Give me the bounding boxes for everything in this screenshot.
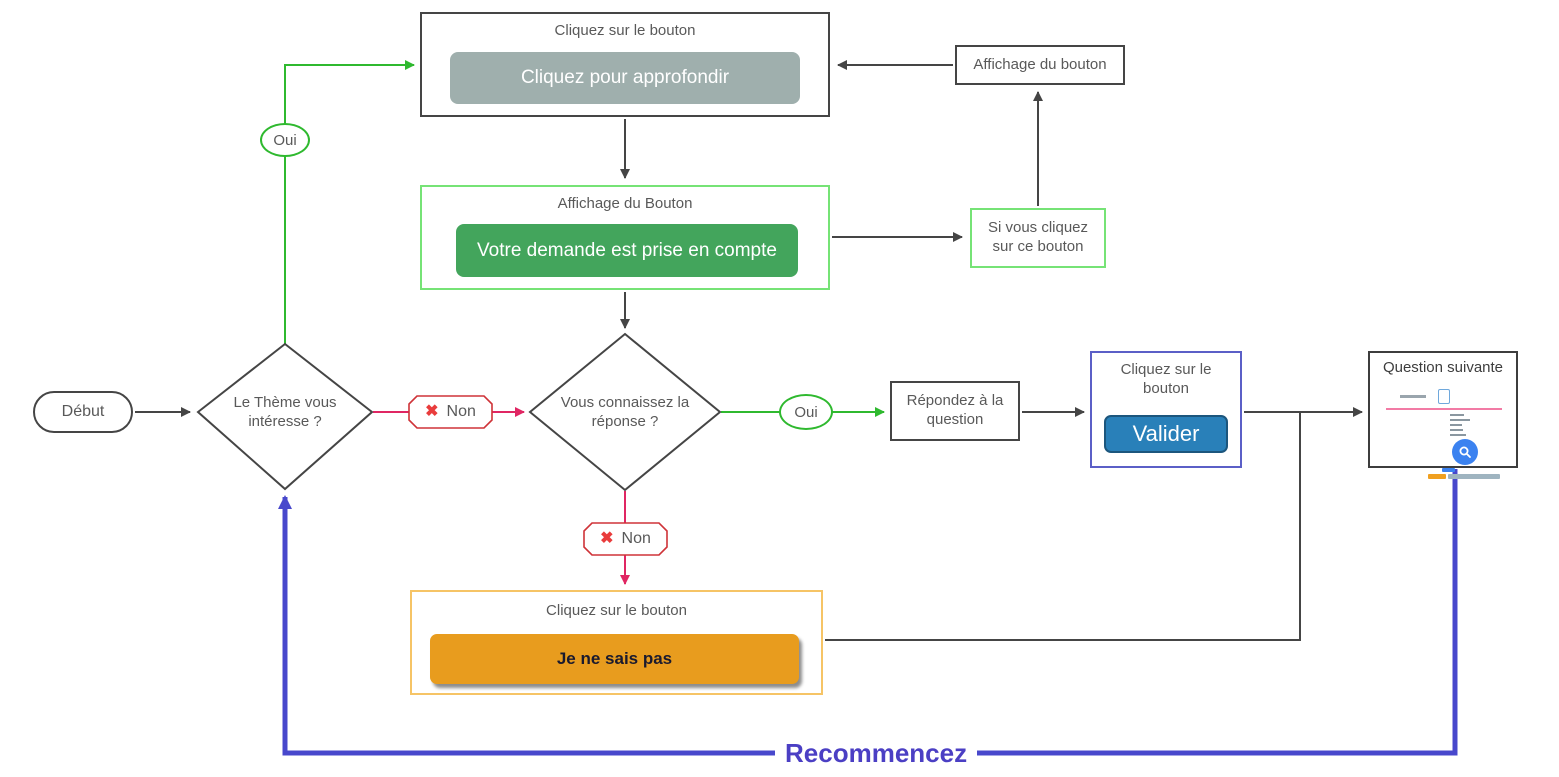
step-box-affichage-bouton: Affichage du bouton [955,45,1125,85]
step-box-si-vous-cliquez: Si vous cliquez sur ce bouton [970,208,1106,268]
step-label: Affichage du bouton [973,55,1107,73]
valider-button[interactable]: Valider [1104,415,1228,453]
pink-divider [1386,408,1502,410]
step-box-repondez: Répondez à la question [890,381,1020,441]
step-label: Question suivante [1382,359,1504,376]
answer-row [1450,429,1463,431]
x-icon: ✖ [600,530,614,547]
step-box-valider: Cliquez sur le bouton Valider [1090,351,1242,468]
step-label: Affichage du Bouton [557,195,693,212]
edge-label-oui-droite: Oui [779,394,833,430]
edge-label-oui-haut: Oui [260,123,310,157]
answer-row [1450,434,1466,436]
search-icon [1452,439,1478,465]
edge-label-non-milieu: ✖ Non [408,395,493,429]
step-box-cliquez-approfondir: Cliquez sur le bouton Cliquez pour appro… [420,12,830,117]
step-box-je-ne-sais-pas: Cliquez sur le bouton Je ne sais pas [410,590,823,695]
je-ne-sais-pas-button[interactable]: Je ne sais pas [430,634,799,684]
step-label: Cliquez sur le bouton [1120,361,1212,397]
answer-row [1450,414,1464,416]
answer-row [1450,419,1470,421]
answer-row [1450,424,1462,426]
step-label: Répondez à la question [906,392,1004,428]
recommencez-label: Recommencez [775,738,978,769]
start-node: Début [33,391,133,433]
edge-label-non-bas: ✖ Non [583,522,668,556]
step-box-affichage-du-bouton: Affichage du Bouton Votre demande est pr… [420,185,830,290]
step-label: Cliquez sur le bouton [554,22,696,39]
non-label: Non [446,403,476,420]
step-label: Cliquez sur le bouton [546,602,687,619]
quiz-screenshot-thumbnail [1378,383,1508,479]
doc-icon [1438,389,1450,404]
x-icon: ✖ [425,403,439,420]
non-label: Non [621,530,651,547]
step-label: Si vous cliquez sur ce bouton [987,219,1089,255]
gray-bar [1448,474,1500,479]
decision-connaissez-reponse: Vous connaissez la réponse ? [560,393,690,431]
decision-theme-interesse: Le Thème vous intéresse ? [233,393,337,431]
step-box-question-suivante: Question suivante [1368,351,1518,479]
tiny-text-bar [1400,395,1426,398]
blue-chip [1442,468,1455,472]
approfondir-button[interactable]: Cliquez pour approfondir [450,52,800,104]
start-label: Début [61,403,105,420]
orange-chip [1428,474,1446,479]
demande-prise-en-compte-button[interactable]: Votre demande est prise en compte [456,224,798,277]
